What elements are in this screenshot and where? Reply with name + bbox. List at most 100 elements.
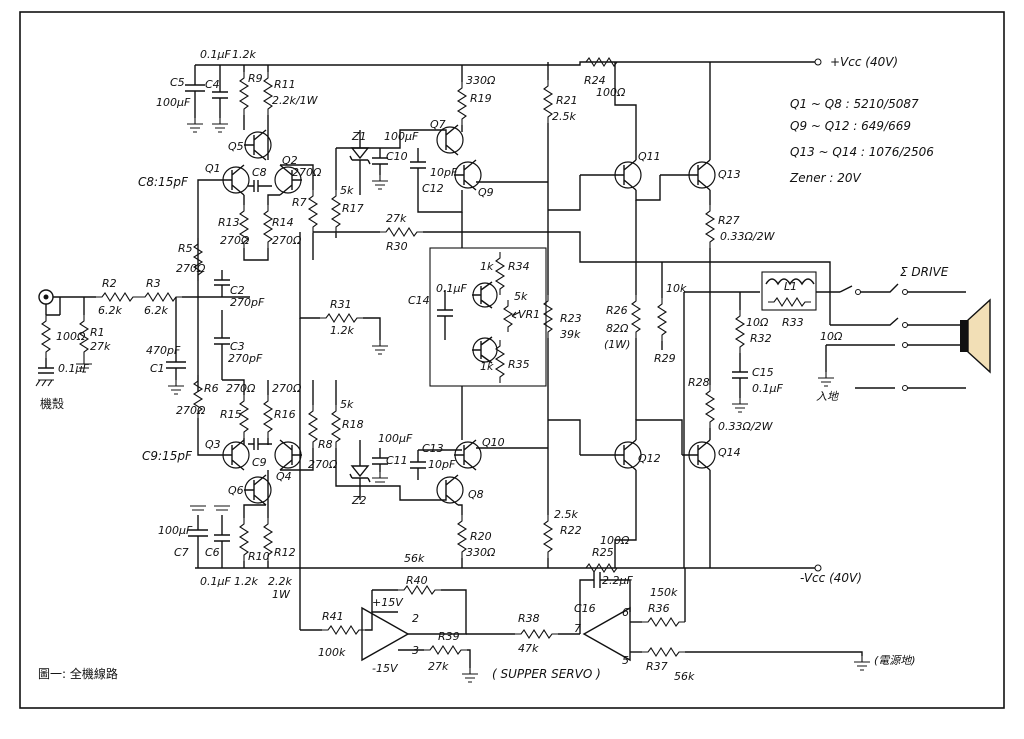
c12-label: C12	[422, 182, 444, 195]
r39-label: R39	[438, 630, 460, 643]
r8-value: 270Ω	[308, 458, 338, 471]
c9-note: C9:15pF	[142, 449, 193, 463]
c11-label: C11	[386, 454, 408, 467]
c1-value: 470pF	[146, 344, 181, 357]
transistor-q10	[454, 439, 482, 471]
r12-value: 2.2k	[268, 575, 292, 588]
c8-label: C8	[252, 166, 267, 179]
chassis-label: 機殼	[40, 396, 64, 411]
r33-value: 10Ω	[820, 330, 843, 343]
r24-value: 100Ω	[596, 86, 626, 99]
r1-value: 27k	[90, 340, 111, 353]
c7-value: 100μF	[158, 524, 193, 537]
c4-value: 0.1μF	[200, 48, 231, 61]
r40-label: R40	[406, 574, 428, 587]
r20-value: 330Ω	[466, 546, 496, 559]
r37-value: 56k	[674, 670, 695, 683]
opamp-b-pin6: 6	[622, 606, 629, 619]
opamp-a-pin2: 2	[412, 612, 419, 625]
supply-positive-label: +Vcc (40V)	[830, 55, 898, 69]
r11-value: 2.2k/1W	[272, 94, 319, 107]
c16-label: C16	[574, 602, 596, 615]
r36-label: R36	[648, 602, 670, 615]
r26-value: 82Ω	[606, 322, 629, 335]
rail-negative	[195, 564, 822, 572]
c5-label: C5	[170, 76, 185, 89]
c2-label: C2	[230, 284, 245, 297]
r33-label: R33	[782, 316, 804, 329]
q12-label: Q12	[638, 452, 661, 465]
drive-switch[interactable]	[826, 283, 920, 391]
r3-value: 6.2k	[144, 304, 168, 317]
q3-label: Q3	[205, 438, 221, 451]
r41-value: 100k	[318, 646, 346, 659]
input-jack[interactable]	[38, 289, 54, 305]
r5-label: R5	[178, 242, 193, 255]
r12-label: R12	[274, 546, 296, 559]
opamp-b	[582, 606, 631, 662]
transistor-q4	[274, 439, 302, 471]
zener-z1	[349, 130, 371, 195]
r12-watt: 1W	[272, 588, 291, 601]
q14-label: Q14	[718, 446, 741, 459]
c3-value: 270pF	[228, 352, 263, 365]
c14-label: C14	[408, 294, 430, 307]
vr1-label: VR1	[518, 308, 540, 321]
q11-label: Q11	[638, 150, 661, 163]
r24-label: R24	[584, 74, 606, 87]
r31-value: 1.2k	[330, 324, 354, 337]
r18-value: 5k	[340, 398, 354, 411]
r21-value: 2.5k	[552, 110, 576, 123]
r6-value: 270Ω	[176, 404, 206, 417]
c6-label: C6	[205, 546, 220, 559]
r23-value: 39k	[560, 328, 581, 341]
c1-label: C1	[150, 362, 165, 375]
r25-label: R25	[592, 546, 614, 559]
drive-label: Σ DRIVE	[900, 265, 949, 279]
r17-value: 5k	[340, 184, 354, 197]
q13-label: Q13	[718, 168, 741, 181]
servo-label: ( SUPPER SERVO )	[492, 667, 601, 681]
r14-label: R14	[272, 216, 294, 229]
r22-value: 2.5k	[554, 508, 578, 521]
r19-value: 330Ω	[466, 74, 496, 87]
r10-label: R10	[248, 550, 270, 563]
q7-label: Q7	[430, 118, 446, 131]
r34-value: 1k	[480, 260, 494, 273]
r28-value: 0.33Ω/2W	[718, 420, 774, 433]
r41-label: R41	[322, 610, 344, 623]
r8-label: R8	[318, 438, 333, 451]
r26-label: R26	[606, 304, 628, 317]
r39-value: 27k	[428, 660, 449, 673]
bias-network-outline	[429, 247, 547, 387]
transistor-q11	[580, 159, 642, 191]
r21-label: R21	[556, 94, 578, 107]
input-ground-label: 入地	[816, 390, 839, 403]
c7-label: C7	[174, 546, 189, 559]
r13-value: 270Ω	[220, 234, 250, 247]
l1-label: L1	[784, 280, 797, 293]
figure-caption: 圖一: 全機線路	[38, 666, 118, 681]
r14-value: 270Ω	[272, 234, 302, 247]
r22-label: R22	[560, 524, 582, 537]
c15-value: 0.1μF	[752, 382, 783, 395]
opamp-b-pin7: 7	[574, 622, 581, 635]
c16-value: 2.2μF	[602, 574, 633, 587]
r27-value: 0.33Ω/2W	[720, 230, 776, 243]
q9-label: Q9	[478, 186, 494, 199]
c9-label: C9	[252, 456, 267, 469]
r16-value: 270Ω	[272, 382, 302, 395]
r19-label: R19	[470, 92, 492, 105]
r37-label: R37	[646, 660, 668, 673]
r1-label: R1	[90, 326, 105, 339]
note-q1-q8: Q1 ~ Q8 : 5210/5087	[790, 97, 919, 111]
q1-label: Q1	[205, 162, 221, 175]
r40-value: 56k	[404, 552, 425, 565]
opamp-a-minus-supply: -15V	[372, 662, 399, 675]
trimmer-vr1	[502, 300, 521, 332]
note-q13-q14: Q13 ~ Q14 : 1076/2506	[790, 145, 934, 159]
r15-label: R15	[220, 408, 242, 421]
r30-value: 27k	[386, 212, 407, 225]
